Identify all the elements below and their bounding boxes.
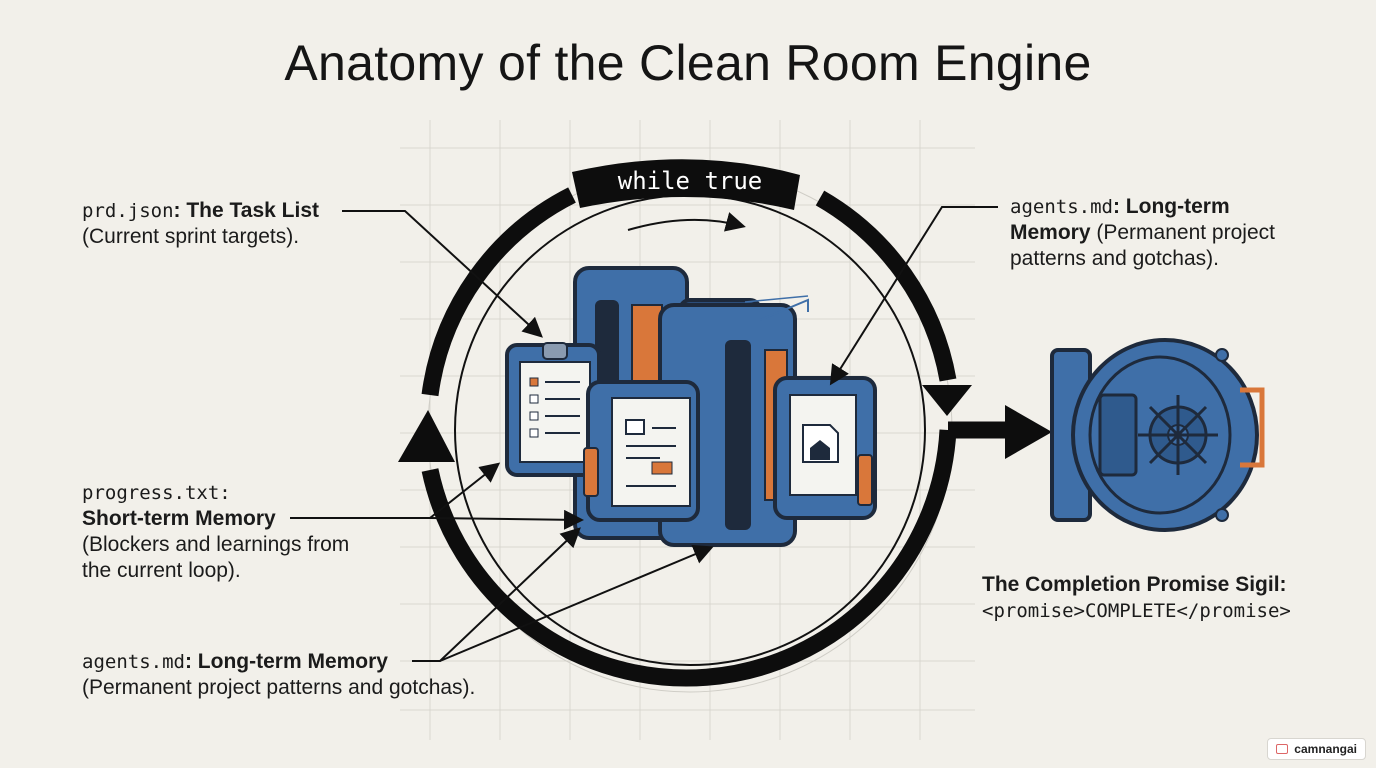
watermark-text: camnangai <box>1294 742 1357 756</box>
exit-arrowhead <box>1005 405 1052 459</box>
progress-name: Short-term Memory <box>82 507 276 530</box>
prd-filename: prd.json <box>82 200 174 222</box>
agents-left-filename: agents.md <box>82 651 185 673</box>
progress-desc-line1: (Blockers and learnings from <box>82 533 350 556</box>
label-prd-json: prd.json: The Task List (Current sprint … <box>82 198 319 250</box>
page-title: Anatomy of the Clean Room Engine <box>284 35 1092 91</box>
vault-icon <box>1050 338 1265 532</box>
promise-code: <promise>COMPLETE</promise> <box>982 600 1291 622</box>
label-agents-md-left: agents.md: Long-term Memory (Permanent p… <box>82 649 475 701</box>
label-progress-txt: progress.txt: Short-term Memory (Blocker… <box>82 480 349 584</box>
agents-left-sep: : <box>184 650 192 673</box>
promise-heading: The Completion Promise Sigil: <box>982 573 1287 596</box>
agents-left-name: Long-term Memory <box>197 650 388 673</box>
while-true-label: while true <box>618 167 763 195</box>
agents-right-filename: agents.md <box>1010 196 1113 218</box>
loop-arc-top-right <box>815 190 957 382</box>
loop-arc-bottom <box>421 429 957 687</box>
prd-desc: (Current sprint targets). <box>82 225 300 248</box>
agents-right-desc-2: patterns and gotchas). <box>1010 247 1219 270</box>
progress-desc-line2: the current loop). <box>82 559 241 582</box>
callout-agents-right <box>829 206 998 386</box>
prd-name: The Task List <box>186 199 320 222</box>
watermark-icon <box>1276 744 1289 754</box>
callout-agents-left-2 <box>439 544 714 662</box>
label-agents-md-right: agents.md: Long-term Memory (Permanent p… <box>1010 194 1310 272</box>
agents-left-desc: (Permanent project patterns and gotchas)… <box>82 676 476 699</box>
agents-right-desc-1: (Permanent project <box>1096 221 1275 244</box>
watermark-badge: camnangai <box>1267 738 1366 760</box>
loop-arrowhead-left <box>398 410 455 462</box>
engine-machine <box>505 266 877 547</box>
while-true-banner: while true <box>572 159 800 210</box>
callout-progress-2 <box>429 509 584 530</box>
loop-arrowhead-right <box>922 385 972 416</box>
inner-direction-arrow <box>627 212 746 232</box>
label-completion-promise: The Completion Promise Sigil: <promise>C… <box>982 572 1291 624</box>
agents-right-name-1: Long-term <box>1125 195 1230 218</box>
progress-sep: : <box>219 482 231 504</box>
callout-lines <box>290 206 998 662</box>
progress-filename: progress.txt <box>82 482 220 504</box>
prd-sep: : <box>173 199 181 222</box>
agents-right-name-2: Memory <box>1010 221 1091 244</box>
agents-right-sep: : <box>1112 195 1120 218</box>
callout-prd <box>342 210 543 338</box>
